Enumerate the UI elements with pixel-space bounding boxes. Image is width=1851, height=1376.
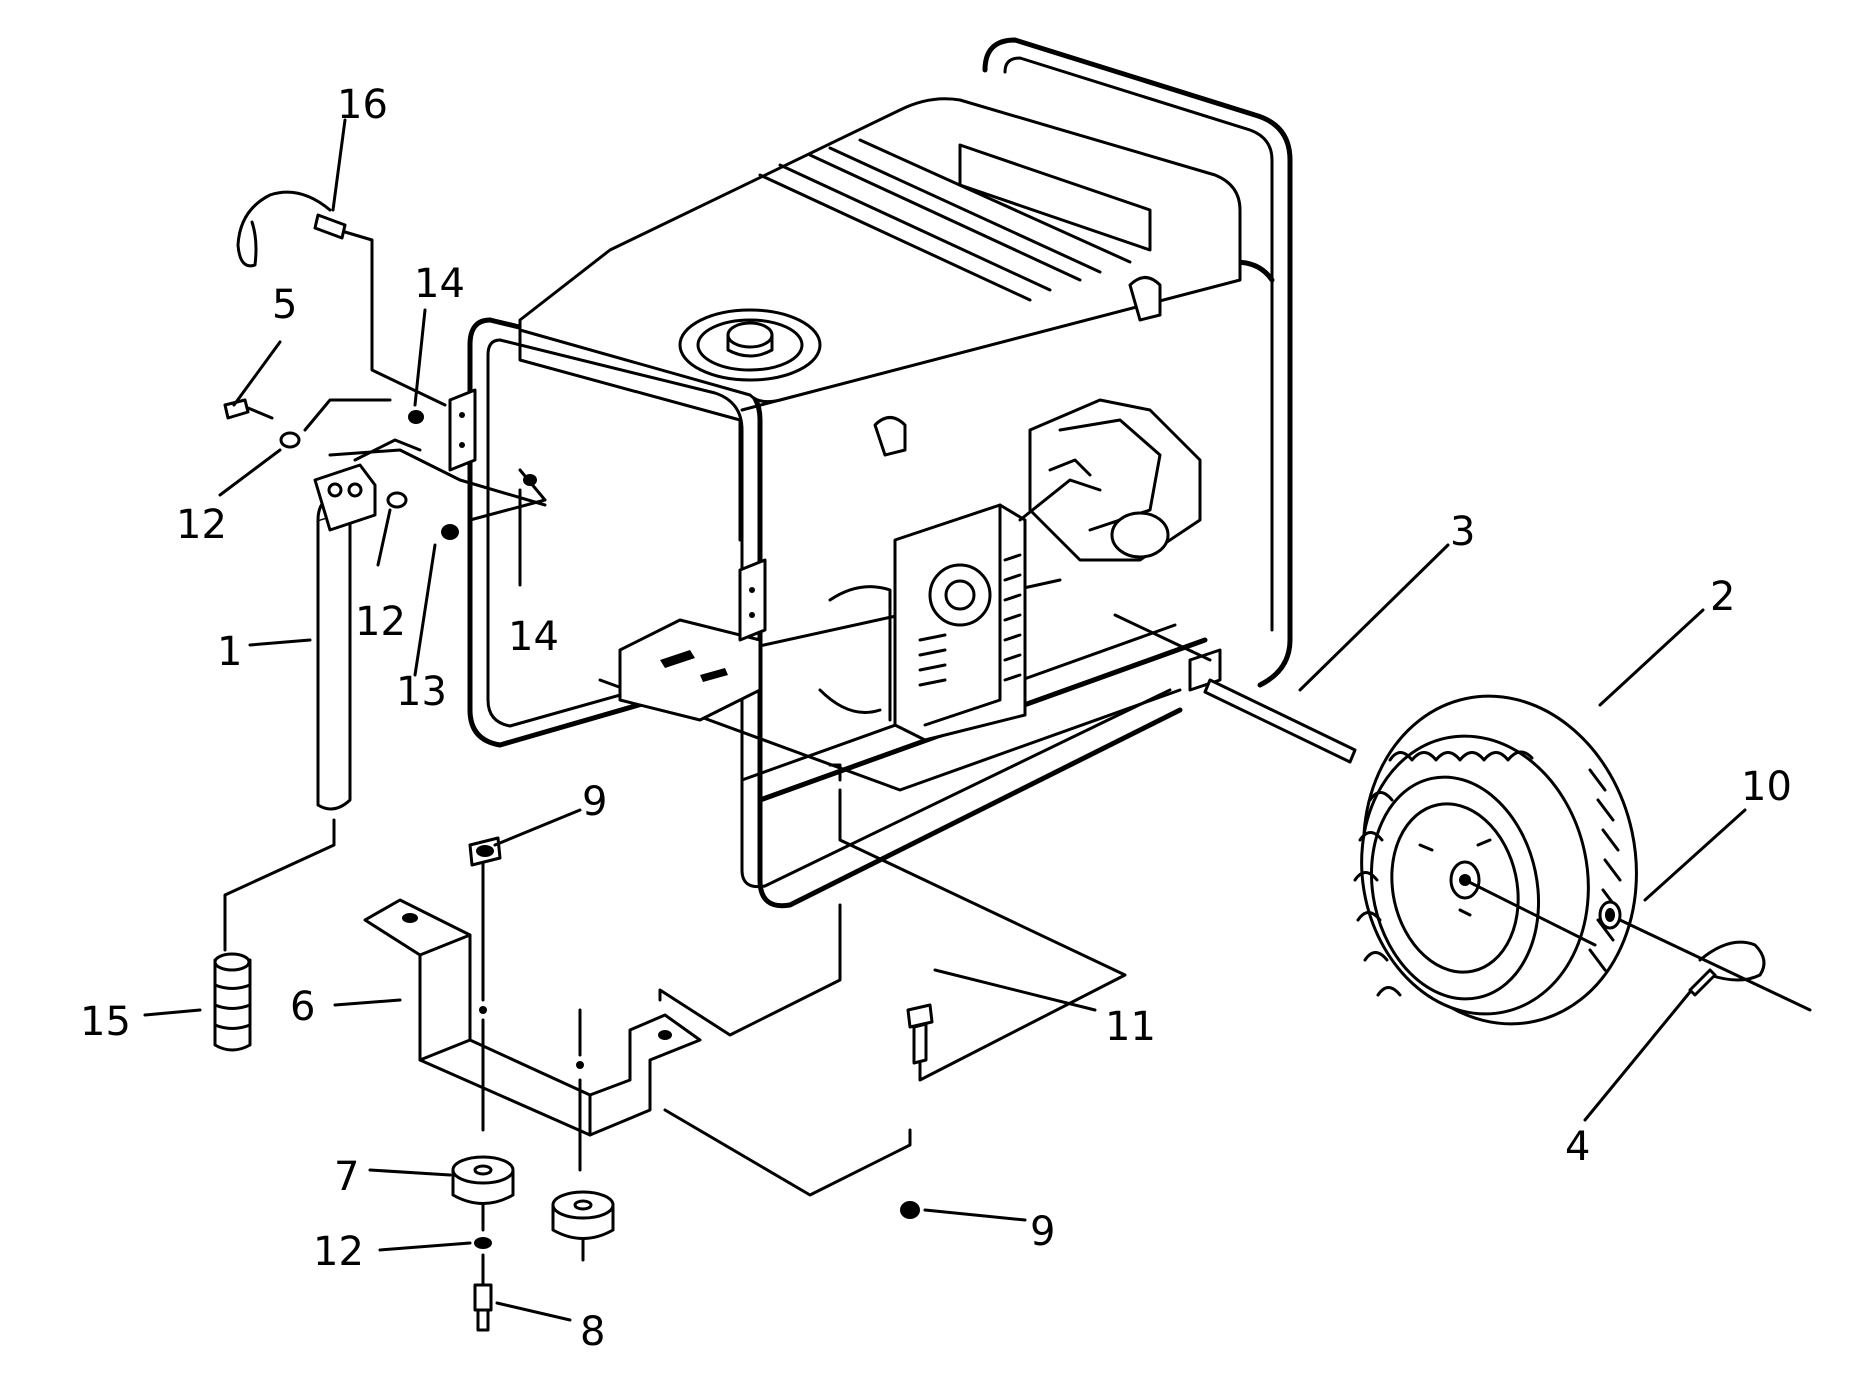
callout-14: 14: [508, 614, 559, 660]
callout-5: 5: [272, 282, 297, 328]
callout-12: 12: [176, 502, 227, 548]
callout-3: 3: [1450, 509, 1475, 555]
callout-8: 8: [580, 1309, 605, 1355]
callout-4: 4: [1565, 1124, 1590, 1170]
callout-15: 15: [80, 999, 131, 1045]
callout-11: 11: [1105, 1004, 1156, 1050]
callout-9: 9: [1030, 1209, 1055, 1255]
callout-13: 13: [396, 669, 447, 715]
callout-9: 9: [582, 779, 607, 825]
callout-12: 12: [355, 599, 406, 645]
callout-10: 10: [1741, 764, 1792, 810]
callout-leaders: [143, 118, 1747, 1322]
callout-16: 16: [337, 82, 388, 128]
callout-12: 12: [313, 1229, 364, 1275]
axle-and-wheel: [1113, 613, 1812, 1026]
callout-14: 14: [414, 261, 465, 307]
callout-labels: 16 5 14 12 12 14 13 1 3 2 10 9 11 15 6 4…: [80, 82, 1792, 1355]
fuel-tank: [518, 97, 1242, 542]
callout-1: 1: [217, 629, 242, 675]
handle-assembly: [213, 190, 547, 1052]
callout-6: 6: [290, 984, 315, 1030]
mount-bracket: [363, 763, 1127, 1332]
engine: [448, 388, 1202, 742]
callout-7: 7: [334, 1154, 359, 1200]
callout-2: 2: [1710, 574, 1735, 620]
